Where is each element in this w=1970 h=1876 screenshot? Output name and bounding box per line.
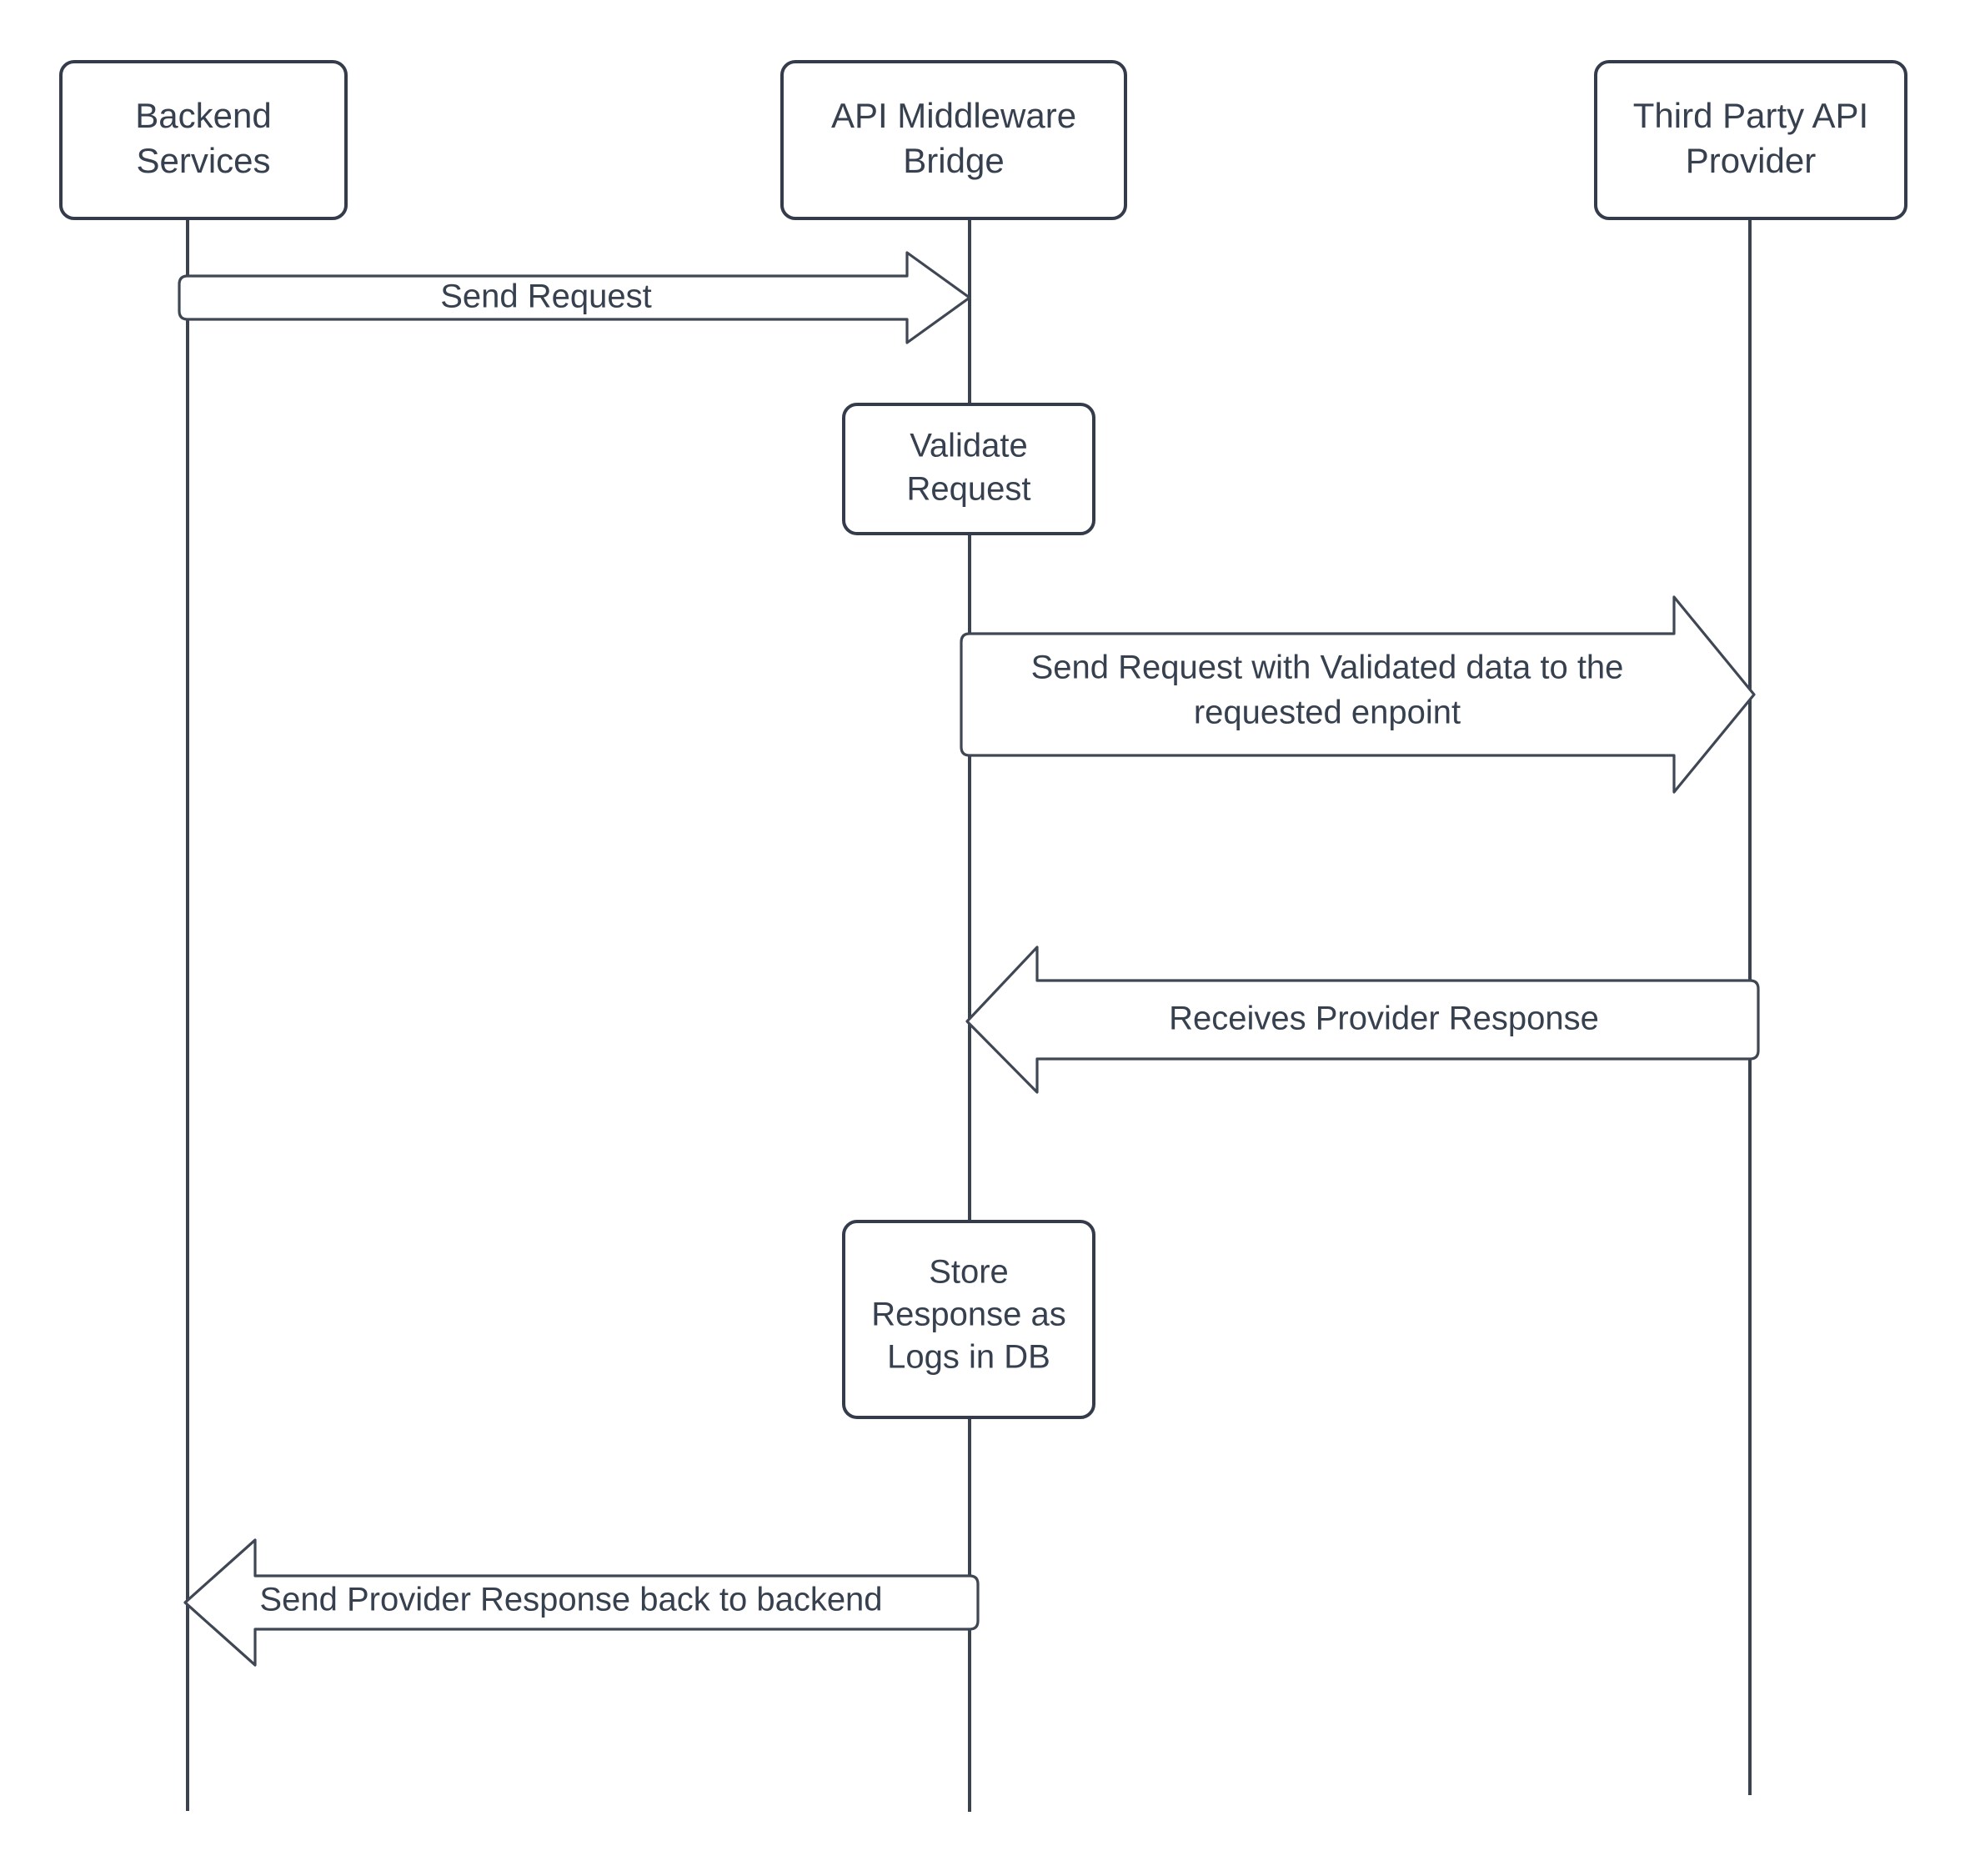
activity-box[interactable] <box>842 1220 1095 1419</box>
activity-box[interactable] <box>842 403 1095 535</box>
message-send-request[interactable]: Send Request <box>178 251 971 344</box>
block-arrow-left[interactable] <box>965 946 1760 1094</box>
participant-label-line2: Services <box>136 141 270 180</box>
block-arrow-right[interactable] <box>960 595 1756 794</box>
activity-label-line3: Logs in DB <box>887 1339 1050 1376</box>
participant-box[interactable] <box>59 60 348 220</box>
participant-backend-services[interactable]: Backend Services <box>59 60 348 220</box>
participant-box[interactable] <box>1594 60 1907 220</box>
participant-label-line1: Third Party API <box>1633 96 1868 135</box>
participant-label-line1: API Middleware <box>831 96 1076 135</box>
block-arrow-right[interactable] <box>178 251 971 344</box>
activity-label-line2: Response as <box>871 1297 1065 1333</box>
activity-store-response-logs[interactable]: Store Response as Logs in DB <box>842 1220 1095 1419</box>
participant-api-middleware-bridge[interactable]: API Middleware Bridge <box>780 60 1127 220</box>
activity-label-line2: Request <box>907 471 1031 508</box>
activity-label-line1: Validate <box>910 428 1028 464</box>
message-label-line1: Send Request with Validated data to the <box>1031 650 1624 686</box>
message-send-validated-request[interactable]: Send Request with Validated data to the … <box>960 595 1756 794</box>
message-label: Send Provider Response back to backend <box>259 1582 882 1618</box>
participant-box[interactable] <box>780 60 1127 220</box>
participant-label-line1: Backend <box>135 96 271 135</box>
participant-label-line2: Provider <box>1686 141 1816 180</box>
participant-label-line2: Bridge <box>903 141 1004 180</box>
participant-third-party-api-provider[interactable]: Third Party API Provider <box>1594 60 1907 220</box>
block-arrow-left[interactable] <box>183 1538 980 1667</box>
message-receives-provider-response[interactable]: Receives Provider Response <box>965 946 1760 1094</box>
message-send-response-back[interactable]: Send Provider Response back to backend <box>183 1538 980 1667</box>
activity-validate-request[interactable]: Validate Request <box>842 403 1095 535</box>
message-label: Send Request <box>440 278 652 315</box>
message-label: Receives Provider Response <box>1169 1001 1599 1037</box>
activity-label-line1: Store <box>929 1254 1009 1291</box>
message-label-line2: requested enpoint <box>1194 695 1461 731</box>
